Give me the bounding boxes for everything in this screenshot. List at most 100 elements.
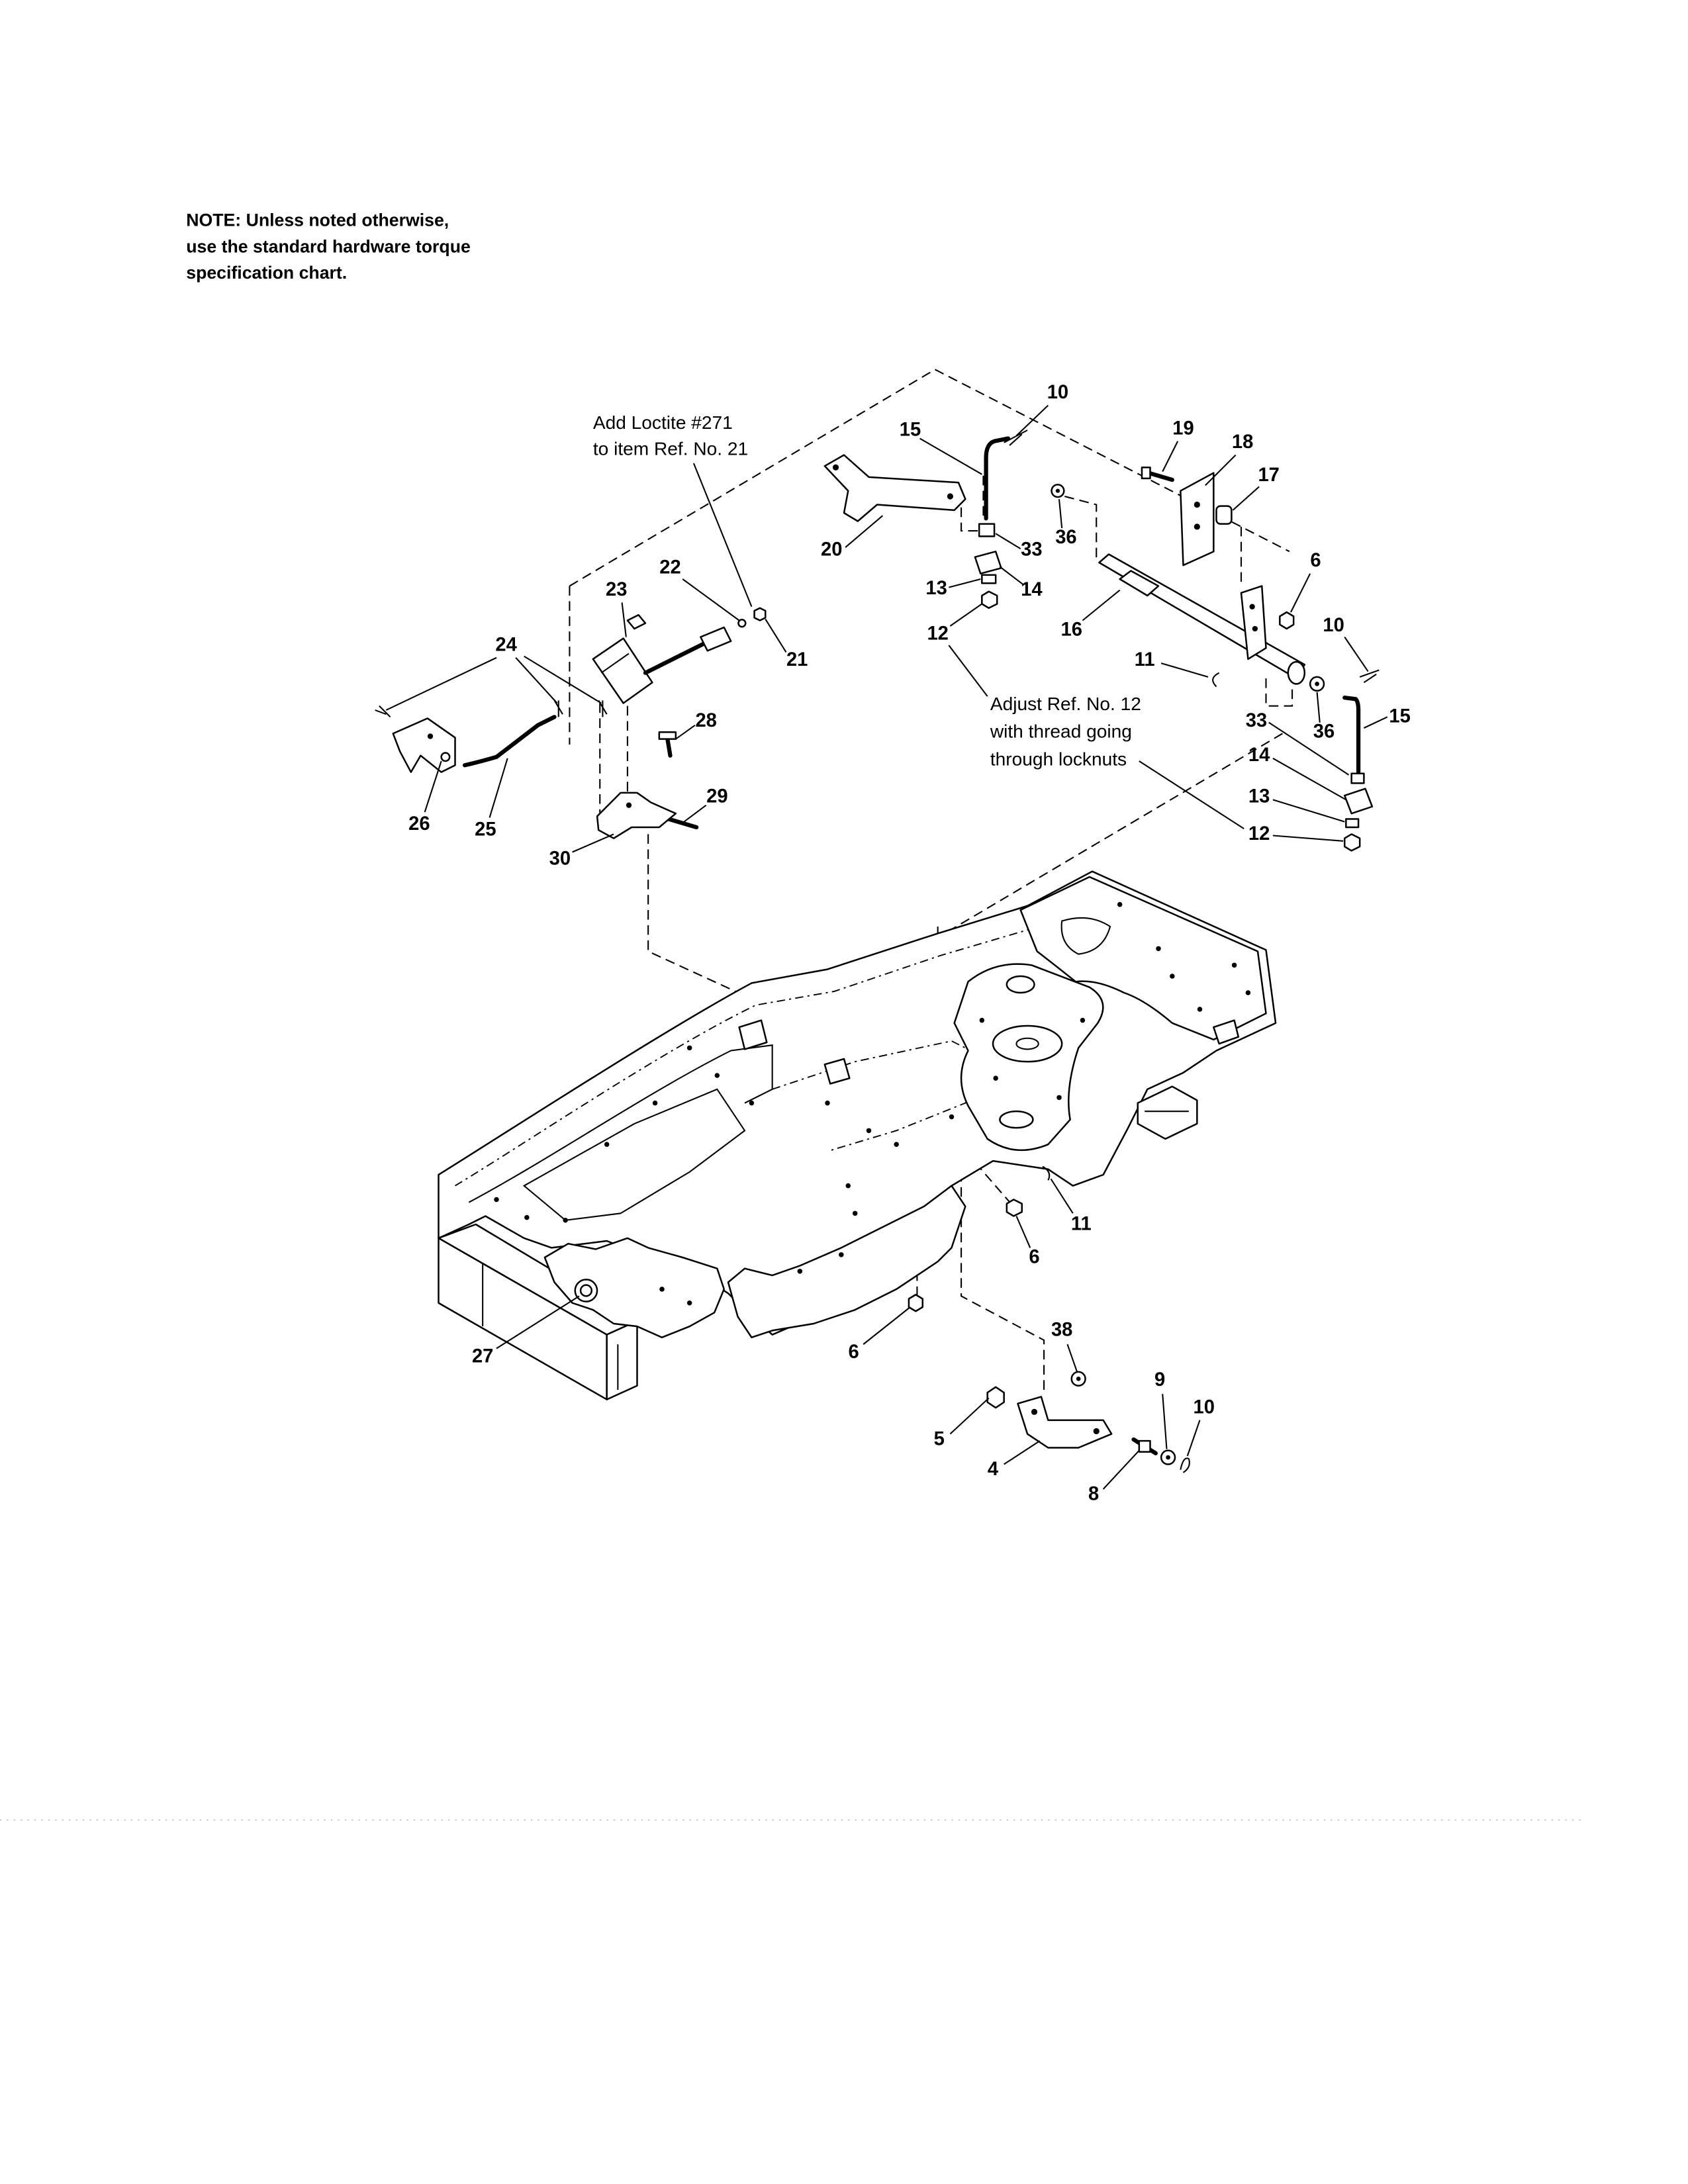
frame-holes: [494, 901, 1251, 1306]
nut-6-bottom: [908, 1294, 924, 1312]
dash-nut-6-mid: [964, 1150, 1013, 1206]
callout-ref-8: 8: [1088, 1484, 1099, 1505]
bolt-19-head: [1141, 467, 1151, 480]
callout-ref-9: 9: [1154, 1369, 1165, 1390]
lift-shaft-16-collar: [1119, 570, 1160, 597]
frame-right-plate-cutout: [1060, 917, 1111, 955]
lift-shaft-assembly: [1098, 467, 1380, 852]
frame-hole: [652, 1100, 658, 1106]
leader-25: [489, 758, 508, 818]
note-line-1: NOTE: Unless noted otherwise,: [186, 210, 449, 230]
leader-24-c: [524, 655, 602, 704]
loctite-annotation: Add Loctite #271 to item Ref. No. 21: [593, 412, 753, 608]
bracket-4-hole: [1093, 1428, 1100, 1435]
actuator-23-plug: [626, 614, 647, 630]
leader-38: [1066, 1343, 1078, 1373]
callout-ref-17: 17: [1258, 465, 1279, 486]
callout-ref-15: 15: [900, 419, 921, 440]
callout-ref-36: 36: [1313, 721, 1335, 743]
boundary-top-left: [569, 369, 936, 587]
callout-ref-10: 10: [1194, 1396, 1215, 1418]
callout-ref-23: 23: [606, 579, 627, 600]
nut-6-top: [1279, 611, 1295, 630]
locknut-33: [978, 523, 996, 537]
leader-33-top: [995, 533, 1021, 550]
frame-hole: [659, 1287, 665, 1292]
callout-ref-33: 33: [1246, 710, 1267, 731]
leader-15-right: [1363, 716, 1388, 729]
frame-hole: [1245, 990, 1251, 995]
callout-ref-4: 4: [988, 1459, 999, 1480]
lower-hardware: [574, 1165, 1190, 1473]
bolt-5: [986, 1386, 1005, 1409]
leader-26: [424, 760, 442, 813]
leader-9: [1162, 1394, 1168, 1449]
frame-hole: [1117, 901, 1123, 907]
frame-hole: [993, 1075, 998, 1081]
frame-hole: [1056, 1095, 1062, 1101]
callout-ref-16: 16: [1061, 619, 1082, 640]
bolt-28: [665, 737, 673, 758]
leader-24-a: [385, 657, 497, 711]
callout-labels: 10 15 19 18 17 36 33 20 14 13 12 16 6 10…: [408, 382, 1411, 1505]
callout-ref-6: 6: [1029, 1246, 1039, 1267]
note-line-2: use the standard hardware torque: [186, 236, 471, 256]
washer-36-right-bore: [1315, 682, 1319, 686]
trunnion-14-right: [1344, 788, 1374, 815]
washer-38-bore: [1076, 1377, 1081, 1381]
nut-12-right: [1344, 833, 1361, 852]
adjust-line-3: through locknuts: [990, 749, 1127, 769]
callout-ref-12: 12: [1248, 823, 1270, 844]
lift-rod-15-right: [1342, 696, 1361, 774]
pulley: [992, 1024, 1063, 1063]
callout-ref-14: 14: [1021, 579, 1043, 600]
lift-shaft-16-arm-hole: [1249, 604, 1255, 610]
frame-hole: [852, 1210, 858, 1216]
pulley-hub: [1015, 1037, 1039, 1050]
note-line-3: specification chart.: [186, 263, 347, 283]
frame-hole: [1231, 962, 1237, 968]
callout-ref-26: 26: [408, 813, 430, 835]
frame-hole: [866, 1128, 872, 1134]
frame-hole: [749, 1100, 755, 1106]
spindle-cover-bottom: [999, 1110, 1034, 1129]
frame-hole: [825, 1100, 830, 1106]
frame-hole: [1170, 974, 1175, 979]
loctite-line-1: Add Loctite #271: [593, 412, 733, 433]
bushing-27-bore: [579, 1284, 593, 1297]
lift-shaft-16-arm: [1240, 585, 1267, 660]
nut-6-frame: [1006, 1199, 1023, 1217]
lift-rod-15: [984, 436, 1011, 521]
leader-6-frame: [1015, 1216, 1031, 1248]
callout-ref-6: 6: [848, 1342, 859, 1363]
frame-hole: [563, 1218, 568, 1223]
callout-ref-13: 13: [925, 578, 947, 599]
leader-19: [1162, 441, 1179, 472]
leader-22: [682, 578, 740, 621]
locknut-33-right: [1350, 772, 1365, 784]
bolt-19: [1147, 471, 1174, 482]
callout-ref-11: 11: [1135, 649, 1155, 670]
bracket-4-hole: [1031, 1408, 1038, 1415]
lift-shaft-16-arm-hole: [1252, 625, 1258, 632]
leader-14-right: [1272, 757, 1346, 801]
bracket-30: [596, 792, 677, 839]
adjust-line-2: with thread going: [990, 721, 1132, 742]
bracket-4: [1017, 1396, 1113, 1449]
lift-linkage-left: [823, 430, 1065, 610]
leader-6-top: [1290, 573, 1311, 613]
torque-note: NOTE: Unless noted otherwise, use the st…: [186, 210, 471, 283]
lift-plate-18: [1180, 472, 1215, 567]
dash-washer-36-top: [1064, 495, 1098, 559]
callout-ref-36: 36: [1055, 527, 1076, 548]
actuator-23-clevis: [700, 626, 732, 652]
bracket-26-bushing: [440, 752, 451, 762]
leader-11-top: [1160, 662, 1209, 678]
leader-13-top: [949, 578, 981, 588]
callout-ref-30: 30: [549, 848, 571, 869]
leader-16: [1082, 589, 1121, 621]
stud-8-shoulder: [1138, 1439, 1151, 1453]
callout-ref-18: 18: [1232, 432, 1253, 453]
frame-hole: [949, 1114, 955, 1120]
bracket-20-hole: [832, 464, 839, 471]
